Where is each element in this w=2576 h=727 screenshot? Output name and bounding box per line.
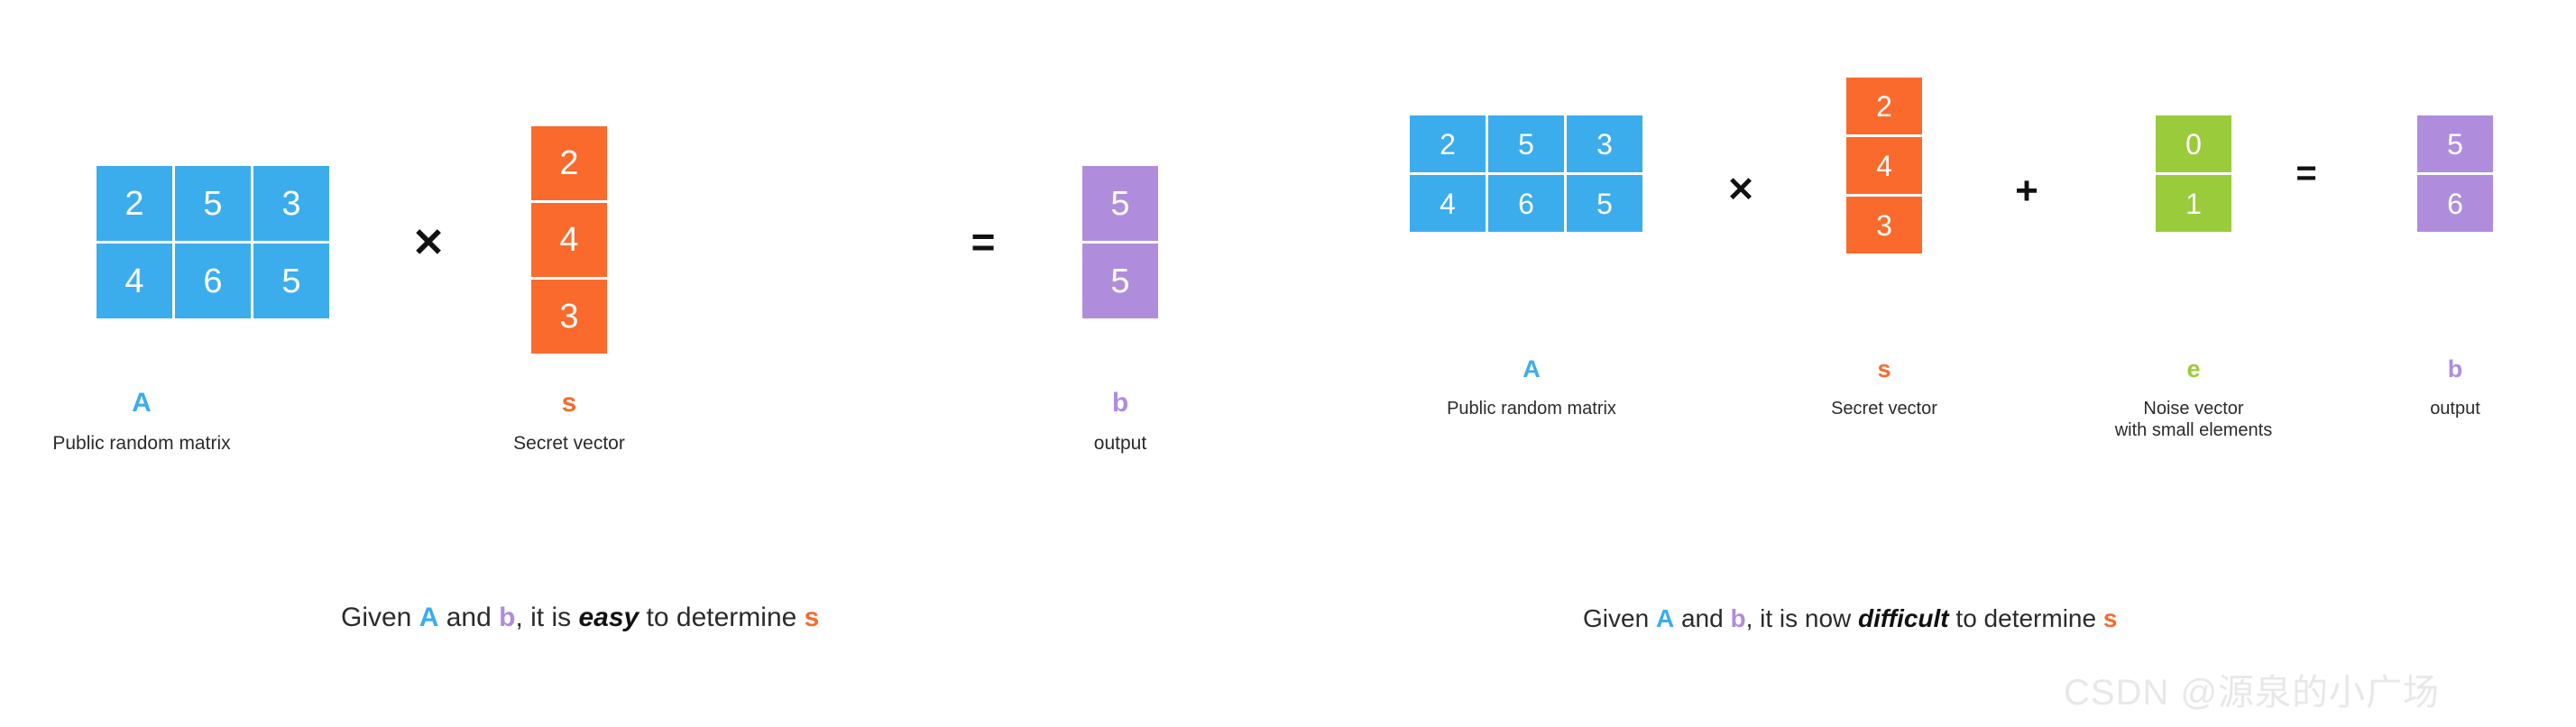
vector-cell: 3 [531,280,607,354]
right-caption: Given A and b, it is now difficult to de… [1583,606,2117,631]
vector-cell: 5 [2417,115,2493,172]
matrix-cell: 4 [1410,175,1486,232]
matrix-cell: 5 [1567,175,1642,232]
right-vector-e-description: Noise vector with small elements [2114,399,2273,441]
matrix-cell: 2 [1410,115,1486,172]
vector-cell: 4 [1846,137,1922,194]
left-vector-s-symbol: s [561,388,577,418]
matrix-cell: 6 [175,244,251,318]
vector-cell: 4 [531,203,607,277]
right-matrix-a: 2 5 3 4 6 5 [1410,115,1642,232]
left-matrix-a: 2 5 3 4 6 5 [97,166,329,318]
matrix-cell: 5 [1488,115,1564,172]
matrix-cell: 2 [97,166,172,241]
left-matrix-a-symbol: A [132,388,152,418]
right-vector-b-symbol: b [2447,355,2463,382]
right-matrix-a-symbol: A [1523,355,1541,382]
right-multiply-operator: ✕ [1726,171,1755,209]
right-caption-symbol-b: b [1730,604,1746,632]
left-caption-part1: Given [341,603,419,632]
right-vector-s: 2 4 3 [1846,78,1922,253]
vector-cell: 6 [2417,175,2493,232]
watermark: CSDN @源泉的小广场 [2064,673,2441,713]
matrix-cell: 3 [253,166,329,241]
vector-cell: 0 [2156,115,2231,172]
left-vector-b: 5 5 [1082,166,1158,318]
right-caption-part4: to determine [1948,604,2103,632]
right-vector-s-description: Secret vector [1831,399,1937,419]
vector-cell: 2 [531,126,607,200]
right-vector-e: 0 1 [2156,115,2231,232]
vector-cell: 5 [1082,244,1158,318]
left-vector-b-description: output [1093,433,1147,454]
matrix-cell: 5 [175,166,251,241]
vector-cell: 3 [1846,197,1922,253]
left-vector-s-description: Secret vector [513,433,625,454]
right-vector-b-description: output [2430,399,2480,419]
left-caption-emphasis: easy [578,603,639,632]
right-caption-part2: and [1674,604,1731,632]
matrix-cell: 6 [1488,175,1564,232]
left-vector-b-symbol: b [1111,388,1129,418]
right-caption-symbol-a: A [1655,604,1675,632]
right-caption-symbol-s: s [2102,604,2118,632]
matrix-cell: 5 [253,244,329,318]
left-caption-part2: and [438,603,500,632]
left-caption-part4: to determine [639,603,805,632]
left-caption-part3: , it is [515,603,579,632]
right-caption-emphasis: difficult [1858,604,1949,632]
matrix-cell: 4 [97,244,172,318]
matrix-cell: 3 [1567,115,1642,172]
right-equals-operator: = [2295,153,2317,193]
vector-cell: 1 [2156,175,2231,232]
right-caption-part1: Given [1583,604,1656,632]
left-vector-s: 2 4 3 [531,126,607,354]
left-matrix-a-description: Public random matrix [52,433,231,454]
right-plus-operator: + [2015,169,2038,213]
left-caption-symbol-s: s [804,603,820,632]
left-multiply-operator: ✕ [411,221,446,265]
vector-cell: 2 [1846,78,1922,134]
left-caption-symbol-b: b [499,603,516,632]
right-vector-s-symbol: s [1877,355,1891,382]
right-matrix-a-description: Public random matrix [1447,399,1616,419]
left-caption-symbol-a: A [419,603,439,632]
right-vector-b: 5 6 [2417,115,2493,232]
right-vector-e-symbol: e [2186,355,2201,382]
left-equals-operator: = [971,218,996,265]
vector-cell: 5 [1082,166,1158,241]
left-caption: Given A and b, it is easy to determine s [341,604,819,631]
right-caption-part3: , it is now [1745,604,1859,632]
